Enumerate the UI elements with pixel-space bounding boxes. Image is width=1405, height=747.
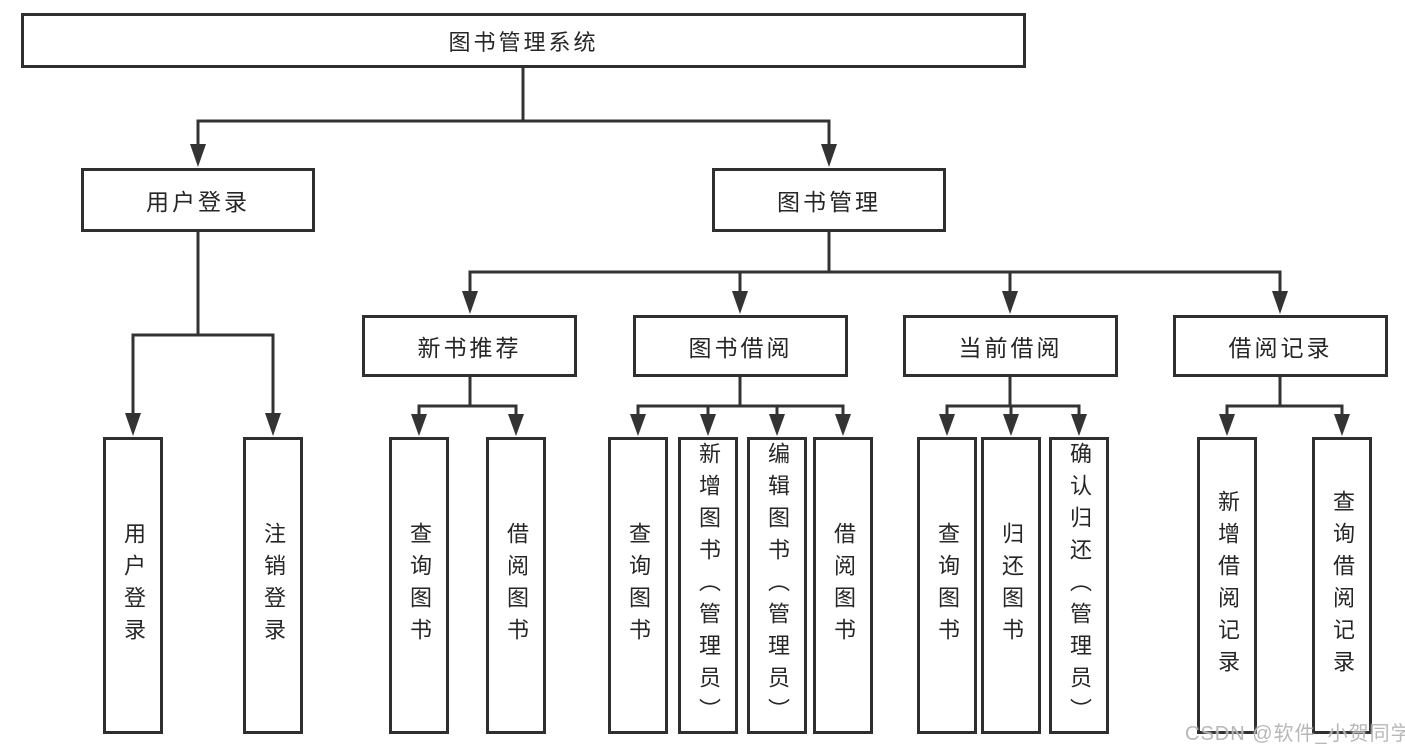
node-new-book-recommend: 新书推荐	[362, 315, 577, 377]
arrowhead	[1003, 414, 1019, 436]
leaf-edit-books-admin: 编辑图书（管理员）	[747, 437, 807, 734]
arrowhead	[125, 413, 141, 436]
arrowhead	[700, 414, 716, 436]
leaf-return-books: 归还图书	[981, 437, 1041, 734]
arrowhead	[630, 414, 646, 436]
leaf-borrow-books: 借阅图书	[813, 437, 873, 734]
arrowhead	[821, 144, 837, 167]
arrowhead	[462, 291, 478, 314]
leaf-query-books-current: 查询图书	[917, 437, 977, 734]
arrowhead	[508, 414, 524, 436]
arrowhead	[835, 414, 851, 436]
node-user-login: 用户登录	[81, 168, 315, 232]
leaf-query-books-borrow: 查询图书	[608, 437, 668, 734]
arrowhead	[1002, 291, 1018, 314]
leaf-borrow-books-recommend: 借阅图书	[486, 437, 546, 734]
arrowhead	[1272, 291, 1288, 314]
leaf-confirm-return-admin: 确认归还（管理员）	[1049, 437, 1109, 734]
leaf-logout: 注销登录	[243, 437, 303, 734]
node-borrow-records: 借阅记录	[1173, 315, 1388, 377]
arrowhead	[1219, 414, 1235, 436]
arrowheads	[125, 144, 1350, 436]
arrowhead	[939, 414, 955, 436]
leaf-add-borrow-record: 新增借阅记录	[1197, 437, 1257, 734]
arrowhead	[1334, 414, 1350, 436]
arrowhead	[1071, 414, 1087, 436]
leaf-user-login: 用户登录	[103, 437, 163, 734]
arrowhead	[732, 291, 748, 314]
arrowhead	[769, 414, 785, 436]
node-book-management: 图书管理	[712, 168, 946, 232]
leaf-add-books-admin: 新增图书（管理员）	[678, 437, 738, 734]
arrowhead	[411, 414, 427, 436]
node-current-borrow: 当前借阅	[903, 315, 1118, 377]
arrowhead	[190, 144, 206, 167]
arrowhead	[265, 413, 281, 436]
leaf-query-books-recommend: 查询图书	[389, 437, 449, 734]
csdn-watermark: CSDN @软件_小贺同学	[1185, 723, 1405, 745]
node-library-management-system: 图书管理系统	[21, 13, 1026, 68]
leaf-query-borrow-record: 查询借阅记录	[1312, 437, 1372, 734]
node-book-borrow: 图书借阅	[633, 315, 848, 377]
